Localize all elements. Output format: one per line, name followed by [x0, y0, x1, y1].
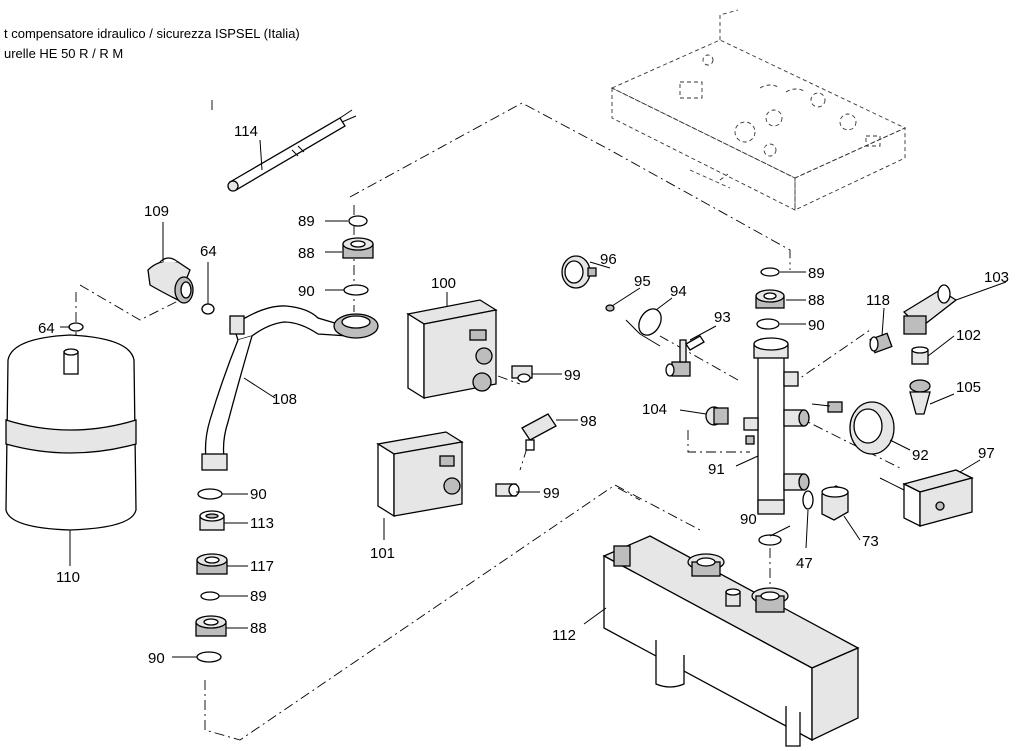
cap-73 — [821, 485, 849, 521]
header-line-1: t compensatore idraulico / sicurezza ISP… — [4, 26, 300, 41]
label-109: 109 — [144, 203, 169, 220]
label-98: 98 — [580, 413, 597, 430]
label-90-right: 90 — [808, 317, 825, 334]
label-89-upper: 89 — [298, 213, 315, 230]
label-105: 105 — [956, 379, 981, 396]
plug-small — [745, 435, 755, 445]
gasket-95 — [605, 304, 615, 312]
leader-lines — [60, 139, 1007, 658]
label-90-lower: 90 — [250, 486, 267, 503]
nut-88-upper — [342, 237, 374, 259]
elbow-99-upper — [511, 365, 533, 383]
capillary-94 — [625, 308, 662, 347]
label-90-upper: 90 — [298, 283, 315, 300]
gasket-90-manifold — [758, 534, 782, 546]
label-92: 92 — [912, 447, 929, 464]
label-118: 118 — [866, 292, 890, 309]
probe-114 — [227, 109, 357, 192]
label-88-upper: 88 — [298, 245, 315, 262]
label-117: 117 — [250, 558, 274, 575]
expansion-vessel-110 — [5, 334, 137, 531]
gasket-90-bottom — [196, 651, 222, 663]
vent-105 — [909, 379, 931, 415]
nut-88-right — [755, 289, 785, 309]
label-112: 112 — [552, 627, 576, 644]
fitting-118 — [869, 332, 893, 354]
label-114: 114 — [234, 123, 258, 140]
gasket-90-upper — [343, 284, 369, 296]
label-103: 103 — [984, 269, 1009, 286]
label-99-upper: 99 — [564, 367, 581, 384]
label-89-right: 89 — [808, 265, 825, 282]
label-89-lower: 89 — [250, 588, 267, 605]
pipe-108 — [201, 305, 379, 471]
label-90-bottom: 90 — [148, 650, 165, 667]
label-93: 93 — [714, 309, 731, 326]
label-90-manifold: 90 — [740, 511, 757, 528]
manifold-91 — [743, 337, 810, 515]
label-95: 95 — [634, 273, 651, 290]
compensator-112 — [602, 535, 860, 747]
valve-93 — [665, 335, 705, 377]
label-113: 113 — [250, 515, 274, 532]
label-101: 101 — [370, 545, 395, 562]
pressure-switch-101 — [376, 431, 464, 518]
label-97: 97 — [978, 445, 995, 462]
gasket-89-upper — [348, 215, 368, 227]
label-94: 94 — [670, 283, 687, 300]
label-73: 73 — [862, 533, 879, 550]
nut-88-lower — [195, 615, 227, 637]
label-96: 96 — [600, 251, 617, 268]
label-88-lower: 88 — [250, 620, 267, 637]
label-110: 110 — [56, 569, 80, 586]
gasket-47 — [802, 490, 814, 510]
label-100: 100 — [431, 275, 456, 292]
elbow-99-lower — [495, 483, 520, 497]
label-47: 47 — [796, 555, 813, 572]
o-ring-64-right — [201, 303, 215, 315]
label-88-right: 88 — [808, 292, 825, 309]
label-64-right: 64 — [200, 243, 217, 260]
safety-valve-103 — [902, 284, 958, 335]
gasket-89-right — [760, 267, 780, 277]
gasket-90-right — [756, 318, 780, 330]
gasket-89-lower — [200, 591, 220, 601]
part-labels: 114 109 64 64 89 88 90 108 110 90 113 11… — [38, 123, 1009, 667]
tee-98 — [521, 413, 557, 451]
nut-117 — [196, 553, 228, 575]
label-64-left: 64 — [38, 320, 55, 337]
elbow-109 — [147, 257, 194, 304]
pressure-switch-100 — [406, 299, 498, 400]
label-102: 102 — [956, 327, 981, 344]
o-ring-64-left — [68, 322, 84, 332]
adapter-102 — [911, 346, 929, 365]
label-108: 108 — [272, 391, 297, 408]
header-line-2: urelle HE 50 R / R M — [4, 46, 124, 61]
adapter-113 — [199, 510, 225, 531]
gauge-96 — [561, 255, 597, 289]
plug-104 — [705, 406, 729, 426]
label-91: 91 — [708, 461, 725, 478]
boiler-frame — [610, 9, 907, 211]
label-99-lower: 99 — [543, 485, 560, 502]
thermostat-97 — [879, 469, 974, 528]
gasket-90-lower — [197, 488, 223, 500]
label-104: 104 — [642, 401, 667, 418]
gauge-92 — [811, 401, 895, 455]
